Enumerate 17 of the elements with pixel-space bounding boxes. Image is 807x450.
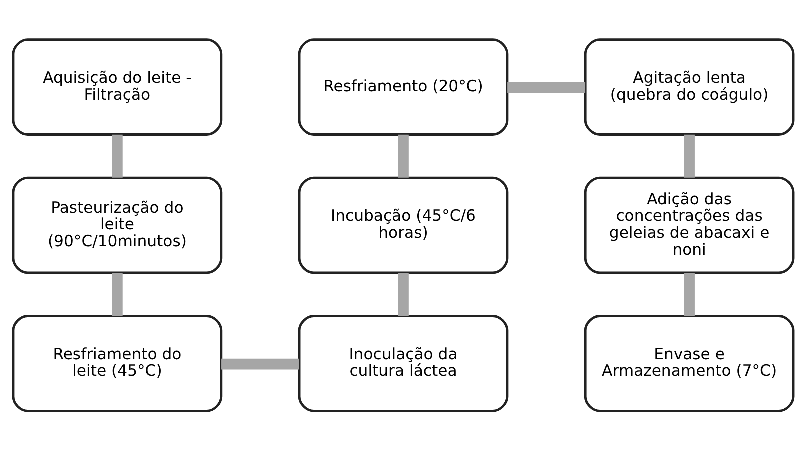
connector	[684, 272, 695, 316]
node-box: Resfriamento do leite (45°C)	[12, 314, 223, 412]
connector	[112, 134, 123, 178]
connector	[222, 358, 300, 370]
node-box: Incubação (45°C/6 horas)	[298, 176, 509, 274]
node-box: Agitação lenta (quebra do coágulo)	[584, 38, 795, 136]
node-box: Pasteurização do leite (90°C/10minutos)	[12, 176, 223, 274]
node-box: Aquisição do leite - Filtração	[12, 38, 223, 136]
node-box: Resfriamento (20°C)	[298, 38, 509, 136]
node-box: Inoculação da cultura láctea	[298, 314, 509, 412]
node-box: Envase e Armazenamento (7°C)	[584, 314, 795, 412]
node-box: Adição das concentrações das geleias de abacaxi e noni	[584, 176, 795, 274]
connector	[398, 134, 409, 178]
connector	[684, 134, 695, 178]
connector	[398, 272, 409, 316]
connector	[112, 272, 123, 316]
connector	[508, 82, 586, 93]
